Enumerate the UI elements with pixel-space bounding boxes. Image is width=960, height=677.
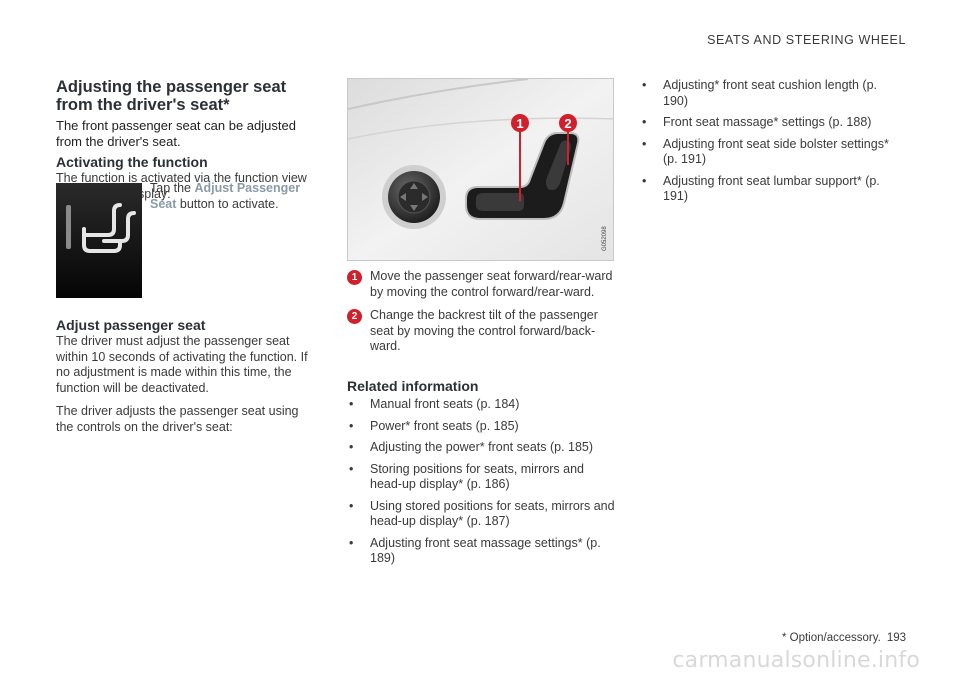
- tap-suffix: button to activate.: [176, 196, 279, 211]
- callout-item: 2 Change the backrest tilt of the passen…: [347, 308, 615, 355]
- related-link[interactable]: Adjusting* front seat cushion length (p.…: [640, 78, 905, 109]
- footnote: * Option/accessory.: [781, 632, 881, 644]
- callout-number: 2: [347, 309, 362, 324]
- activate-heading: Activating the function: [56, 154, 208, 170]
- adjust-text-2: The driver adjusts the passenger seat us…: [56, 404, 299, 434]
- related-link[interactable]: Using stored positions for seats, mirror…: [347, 499, 615, 530]
- figure-callout-1: 1: [516, 116, 523, 131]
- tap-instruction: Tap the Adjust Passenger Seat button to …: [150, 181, 320, 212]
- related-link[interactable]: Manual front seats (p. 184): [347, 397, 615, 413]
- related-link[interactable]: Power* front seats (p. 185): [347, 419, 615, 435]
- adjust-heading: Adjust passenger seat: [56, 317, 206, 333]
- watermark: carmanualsonline.info: [672, 648, 920, 673]
- related-link[interactable]: Adjusting front seat massage settings* (…: [347, 536, 615, 567]
- related-link[interactable]: Adjusting the power* front seats (p. 185…: [347, 440, 615, 456]
- seat-controls-illustration: 1 2 G052098: [347, 78, 614, 261]
- related-list-continued: Adjusting* front seat cushion length (p.…: [640, 78, 905, 205]
- related-link[interactable]: Adjusting front seat side bolster settin…: [640, 137, 905, 168]
- callout-text: Change the backrest tilt of the passenge…: [370, 308, 598, 353]
- related-information: Related information Manual front seats (…: [347, 378, 615, 573]
- running-header: SEATS AND STEERING WHEEL: [707, 33, 906, 47]
- callout-text: Move the passenger seat forward/rear-war…: [370, 269, 613, 299]
- adjust-passenger-seat-link[interactable]: Adjust Passenger Seat: [150, 181, 301, 211]
- tap-prefix: Tap the: [150, 181, 195, 195]
- page-footer: * Option/accessory. 193: [782, 632, 906, 644]
- adjust-text-1: The driver must adjust the passenger sea…: [56, 334, 308, 395]
- adjust-passenger-seat-icon: [56, 183, 142, 298]
- figure-code: G052098: [602, 226, 608, 251]
- related-link[interactable]: Adjusting front seat lumbar support* (p.…: [640, 174, 905, 205]
- callout-item: 1 Move the passenger seat forward/rear-w…: [347, 269, 615, 300]
- related-list: Manual front seats (p. 184) Power* front…: [347, 397, 615, 567]
- column-left: Adjusting the passenger seat from the dr…: [56, 78, 318, 434]
- figure-callout-2: 2: [564, 116, 571, 131]
- page-title: Adjusting the passenger seat from the dr…: [56, 78, 287, 114]
- callout-number: 1: [347, 270, 362, 285]
- callout-list: 1 Move the passenger seat forward/rear-w…: [347, 269, 615, 363]
- column-right: Adjusting* front seat cushion length (p.…: [640, 78, 905, 211]
- related-heading: Related information: [347, 378, 479, 394]
- intro-text: The front passenger seat can be adjusted…: [56, 118, 296, 149]
- page-number: 193: [886, 632, 906, 644]
- related-link[interactable]: Front seat massage* settings (p. 188): [640, 115, 905, 131]
- related-link[interactable]: Storing positions for seats, mirrors and…: [347, 462, 615, 493]
